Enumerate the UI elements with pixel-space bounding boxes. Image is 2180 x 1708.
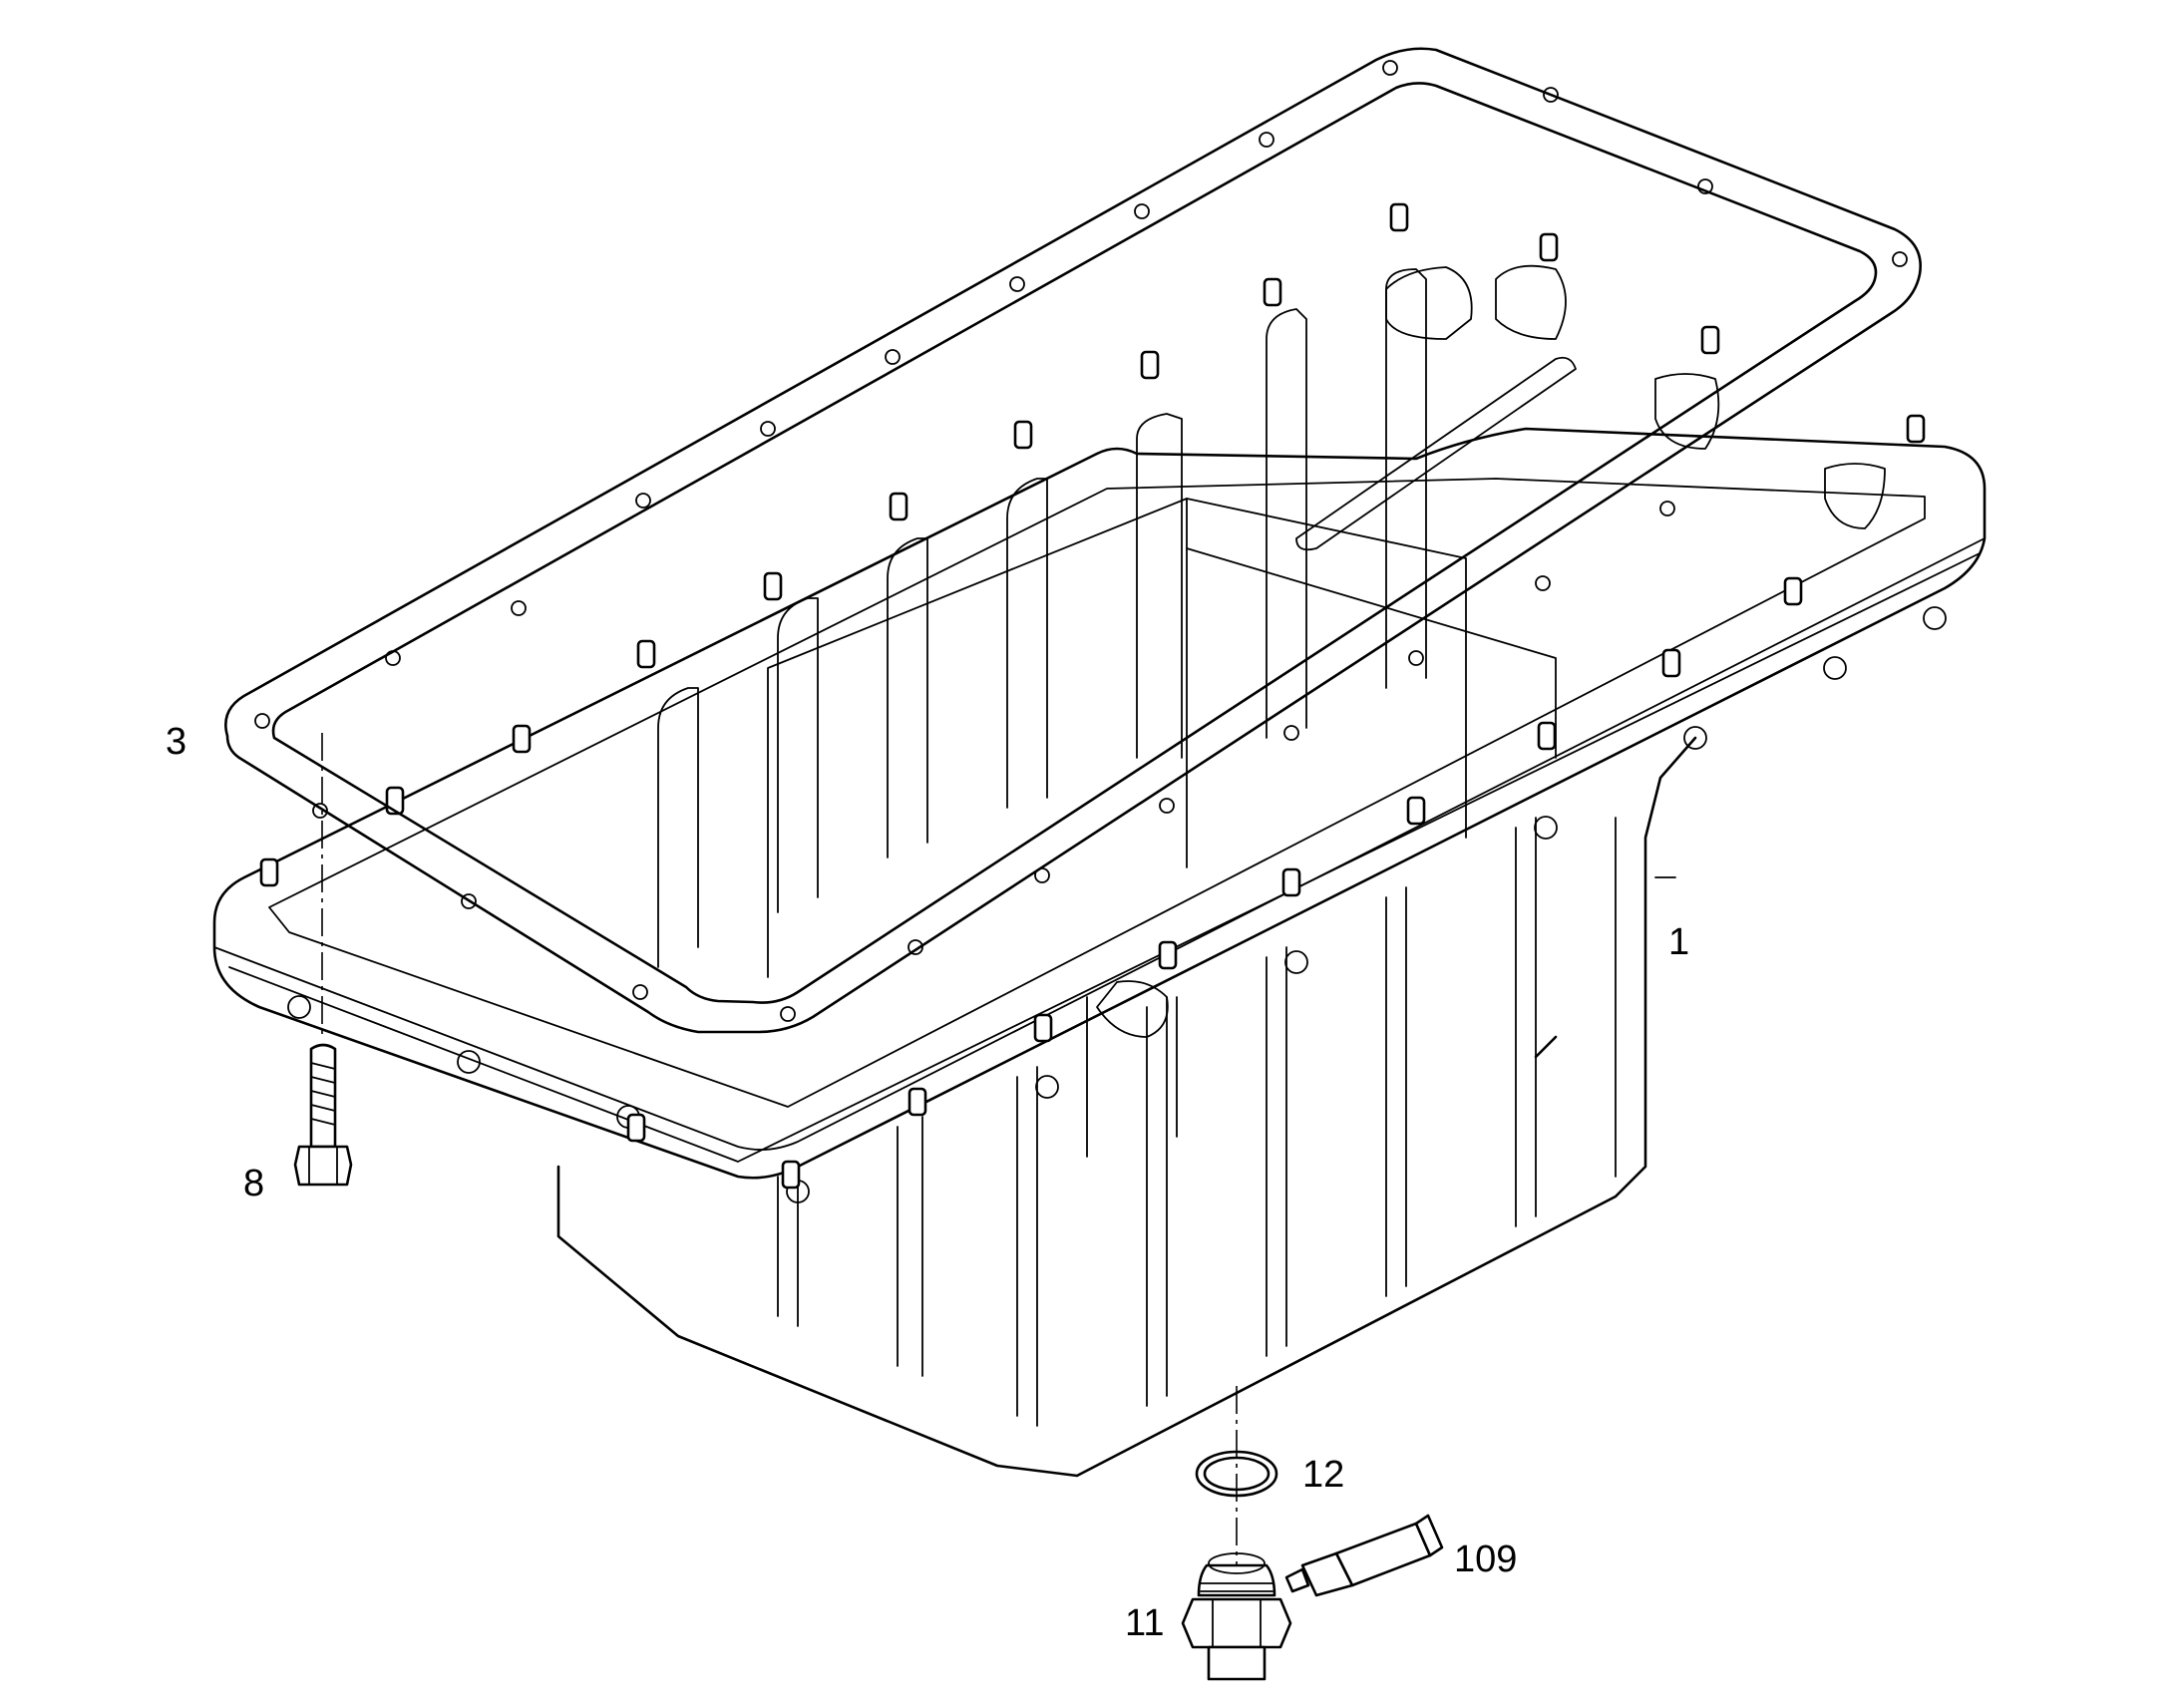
callout-11: 11	[1125, 1602, 1164, 1644]
drain-plug	[1181, 1552, 1292, 1681]
flange-studs	[259, 202, 1926, 1190]
flange-bolt-bosses	[287, 606, 1947, 1203]
sealant-tube	[1284, 1514, 1444, 1597]
callout-8: 8	[243, 1163, 264, 1204]
callout-1: 1	[1668, 921, 1689, 963]
callout-3: 3	[166, 721, 186, 763]
callout-12: 12	[1302, 1454, 1344, 1496]
callout-109: 109	[1454, 1538, 1517, 1580]
gasket-holes	[254, 60, 1908, 1022]
oil-pan	[212, 202, 1987, 1478]
bolt	[293, 733, 353, 1187]
callout-labels: 1 3 8 11 12 109	[166, 721, 1689, 1644]
seal-ring	[1195, 1386, 1278, 1595]
gasket	[224, 47, 1923, 1034]
